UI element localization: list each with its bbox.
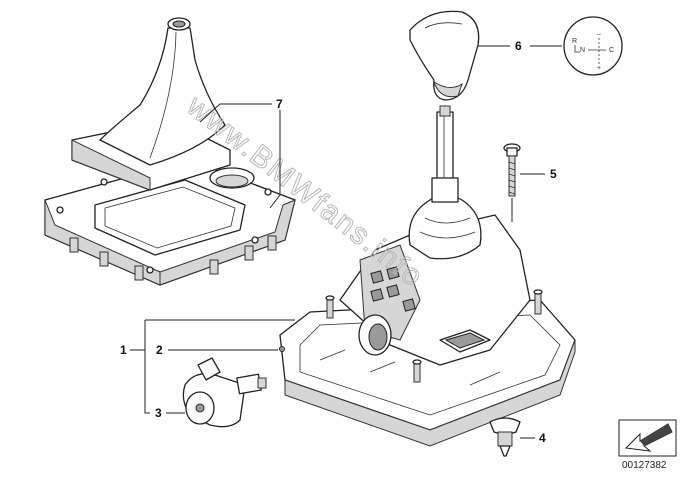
callout-3: 3 [155, 406, 162, 420]
callout-6: 6 [515, 39, 522, 53]
screw [503, 143, 521, 197]
shift-boot [71, 17, 231, 191]
drawing-number: 00127382 [622, 460, 667, 471]
clip-fastener [489, 417, 521, 457]
shift-c-label: C [609, 47, 614, 54]
shift-boot-frame [44, 159, 296, 286]
shift-minus-label: – [597, 31, 601, 38]
selector-switch [182, 357, 267, 428]
callout-4: 4 [539, 431, 546, 445]
shift-r-label: R [572, 38, 577, 45]
view-direction-icon [618, 419, 677, 457]
leader-lines [130, 45, 562, 439]
shift-knob [409, 10, 480, 101]
callout-7: 7 [276, 97, 283, 111]
gear-shift-housing [279, 177, 576, 447]
callout-labels: 1 2 3 4 5 6 7 [120, 39, 557, 445]
shift-n-label: N [580, 47, 585, 54]
shift-pattern-badge: R N C – + [563, 16, 623, 76]
callout-2: 2 [156, 343, 163, 357]
callout-1: 1 [120, 343, 127, 357]
shift-plus-label: + [597, 65, 601, 72]
callout-5: 5 [550, 167, 557, 181]
